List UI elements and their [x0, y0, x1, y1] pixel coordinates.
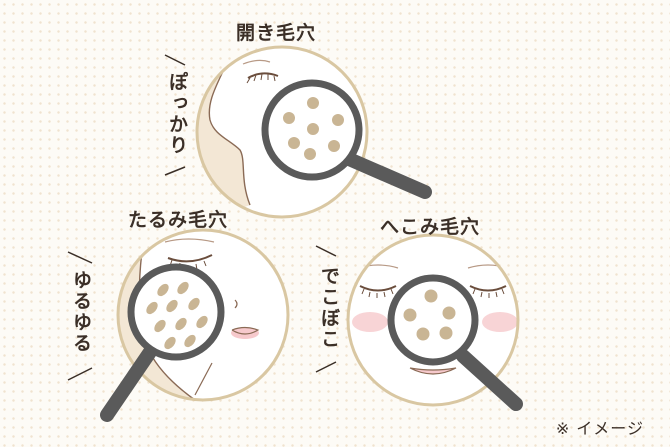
pore-dots — [146, 281, 208, 350]
dented-pore-title: へこみ毛穴 — [380, 216, 481, 238]
pore-dots — [283, 97, 344, 160]
sagging-pore-side-label: ゆるゆる — [70, 270, 92, 354]
magnifier-icon — [100, 263, 225, 422]
open-pore-title: 開き毛穴 — [236, 22, 317, 44]
magnifier-icon — [261, 79, 432, 199]
pore-dots — [403, 289, 456, 341]
open-pore-panel — [164, 45, 432, 219]
sagging-pore-panel — [67, 228, 290, 422]
open-pore-side-label: ぽっかり — [166, 72, 188, 156]
magnifier-icon — [387, 274, 523, 411]
image-note: ※ イメージ — [555, 419, 644, 438]
sagging-pore-title: たるみ毛穴 — [128, 209, 229, 231]
dented-pore-side-label: でこぼこ — [318, 266, 340, 350]
dented-pore-panel — [315, 233, 523, 411]
